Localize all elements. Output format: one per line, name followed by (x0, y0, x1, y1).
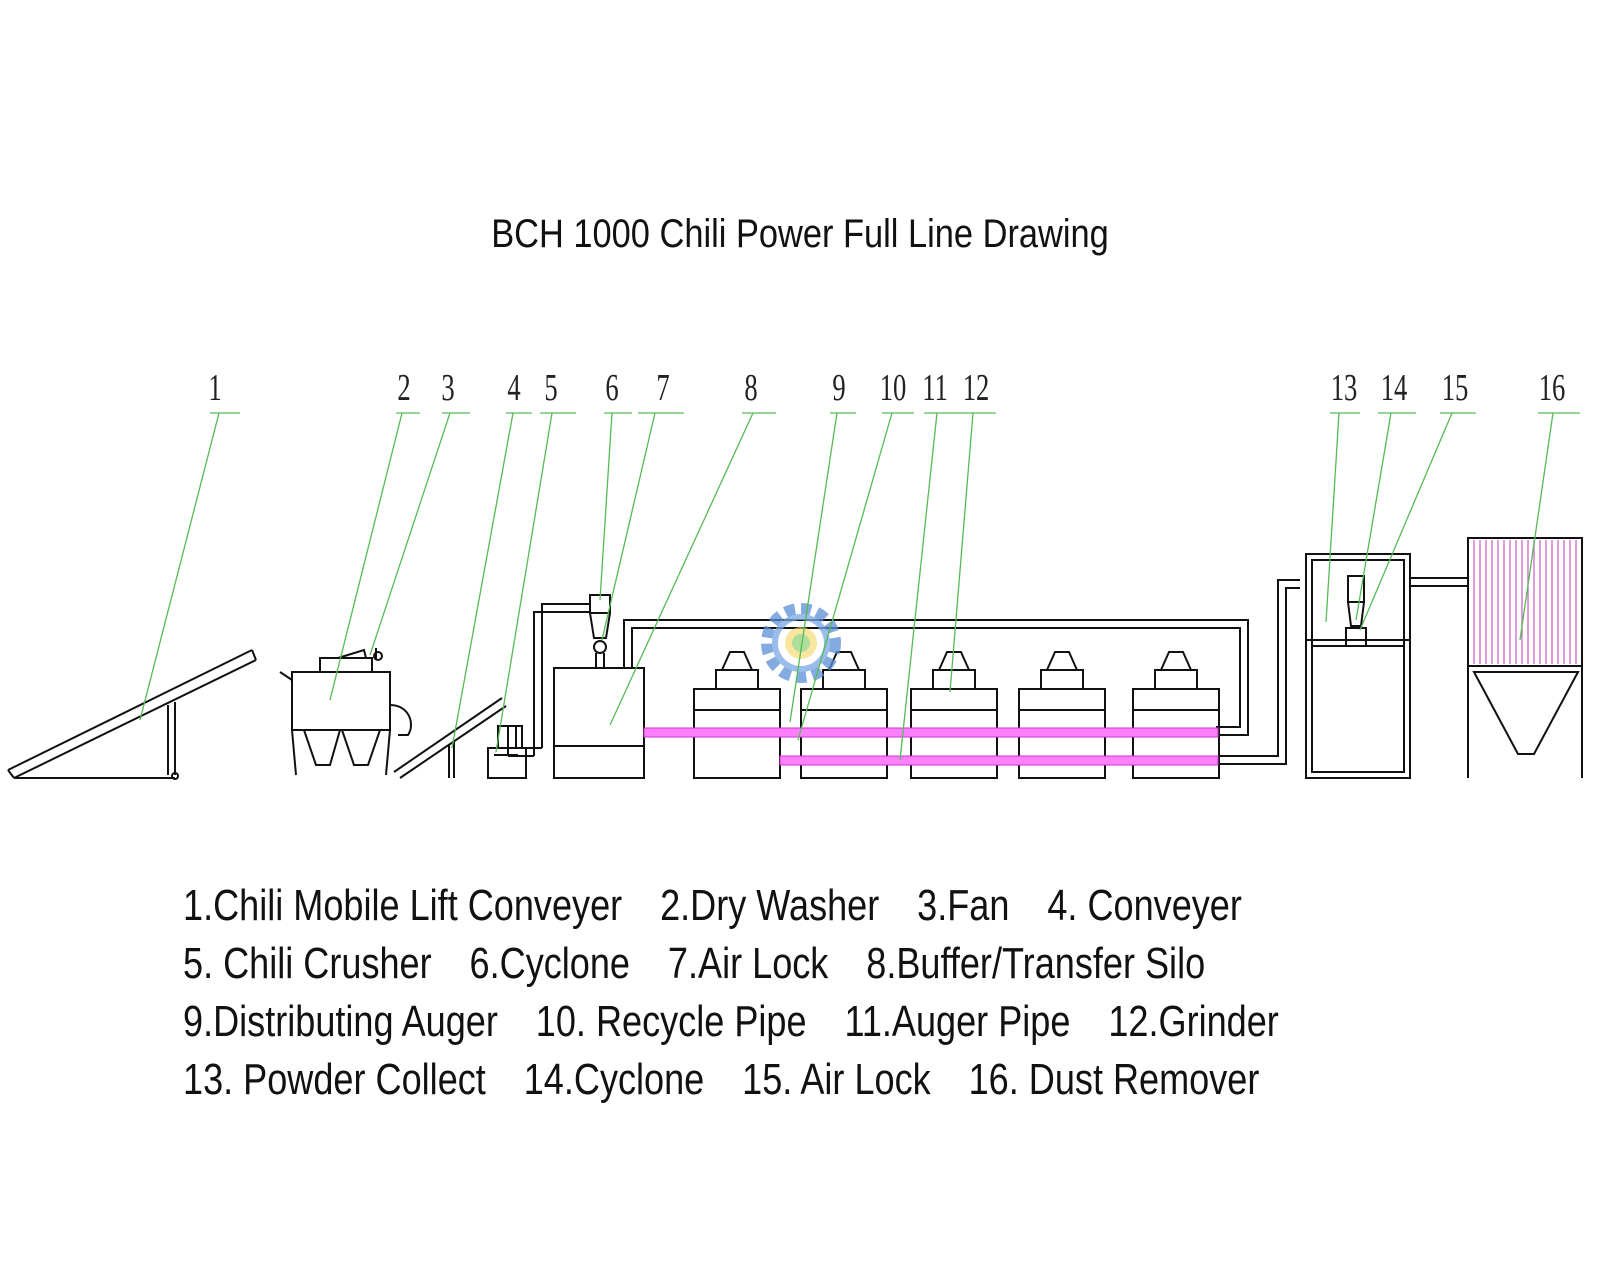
legend-item: 9.Distributing Auger (183, 997, 498, 1046)
legend-item: 3.Fan (917, 881, 1010, 930)
collect-to-dust-pipe (1410, 577, 1468, 587)
callout-number: 16 (1539, 368, 1566, 410)
legend-item: 2.Dry Washer (660, 881, 880, 930)
lift-conveyer-1 (7, 649, 257, 780)
callout-number: 5 (544, 368, 557, 410)
callout-leader-line (1325, 412, 1340, 623)
callout-leader-line (599, 412, 613, 601)
callout-leader-line (1359, 412, 1453, 631)
legend-item: 14.Cyclone (523, 1055, 705, 1104)
callout-number: 12 (963, 368, 990, 410)
legend-row: 13. Powder Collect 14.Cyclone 15. Air Lo… (183, 1054, 1259, 1112)
callout-number: 1 (208, 368, 221, 410)
callout-leader-line (899, 412, 938, 761)
air-lock-15 (1345, 627, 1367, 647)
callout-number: 13 (1331, 368, 1358, 410)
legend-item: 13. Powder Collect (183, 1055, 486, 1104)
legend-row: 5. Chili Crusher 6.Cyclone 7.Air Lock 8.… (183, 938, 1249, 996)
air-lock-7 (593, 640, 607, 668)
legend-row: 1.Chili Mobile Lift Conveyer 2.Dry Washe… (183, 880, 1249, 938)
legend: 1.Chili Mobile Lift Conveyer 2.Dry Washe… (183, 880, 1483, 1112)
callout-number: 4 (507, 368, 520, 410)
legend-item: 11.Auger Pipe (844, 997, 1071, 1046)
dry-washer-2 (279, 657, 412, 776)
callout-leader-line (601, 412, 656, 641)
callout-number: 15 (1442, 368, 1469, 410)
legend-item: 6.Cyclone (469, 939, 631, 988)
callout-leader-line (495, 412, 553, 753)
callout-number: 11 (922, 368, 948, 410)
dust-remover-16 (1467, 537, 1583, 778)
legend-item: 5. Chili Crusher (183, 939, 432, 988)
callout-number: 8 (744, 368, 757, 410)
grinder-unit (693, 651, 781, 779)
conveyer-4 (393, 697, 507, 779)
callout-leader-line (1519, 412, 1554, 641)
filter-bags (1473, 540, 1577, 664)
callout-number: 10 (880, 368, 907, 410)
fan-3 (337, 648, 383, 661)
callout-leader-line (139, 412, 220, 721)
powder-collect-13 (1305, 553, 1411, 779)
crusher-to-cyclone-pipe (507, 603, 590, 756)
callout-leader-line (329, 412, 403, 701)
legend-item: 12.Grinder (1108, 997, 1279, 1046)
callout-leader-line (369, 412, 451, 656)
recycle-pipe-10 (623, 619, 1249, 736)
legend-item: 1.Chili Mobile Lift Conveyer (183, 881, 623, 930)
legend-item: 15. Air Lock (742, 1055, 931, 1104)
drawing-title: BCH 1000 Chili Power Full Line Drawing (491, 212, 1109, 256)
callout-number: 7 (656, 368, 669, 410)
auger-pipe-11 (779, 755, 1219, 766)
legend-item: 4. Conveyer (1047, 881, 1242, 930)
callout-leader-line (1355, 412, 1392, 621)
legend-item: 8.Buffer/Transfer Silo (866, 939, 1206, 988)
cyclone-14 (1347, 575, 1365, 627)
callout-number: 9 (832, 368, 845, 410)
callout-number: 14 (1381, 368, 1408, 410)
grinder-outlet-pipe (1219, 579, 1300, 765)
legend-row: 9.Distributing Auger 10. Recycle Pipe 11… (183, 996, 1279, 1054)
legend-item: 10. Recycle Pipe (535, 997, 807, 1046)
callout-number: 3 (441, 368, 454, 410)
legend-item: 7.Air Lock (667, 939, 829, 988)
callout-leader-line (797, 412, 893, 741)
callout-leader-line (789, 412, 838, 723)
callout-leader-line (609, 412, 754, 726)
callout-number: 6 (605, 368, 618, 410)
distributing-auger-9 (643, 727, 1219, 738)
callout-leader-line (949, 412, 974, 693)
legend-item: 16. Dust Remover (968, 1055, 1260, 1104)
buffer-silo-8 (553, 667, 645, 779)
callout-number: 2 (397, 368, 410, 410)
gear-logo-icon (761, 603, 841, 683)
callout-leader-line (451, 412, 514, 749)
